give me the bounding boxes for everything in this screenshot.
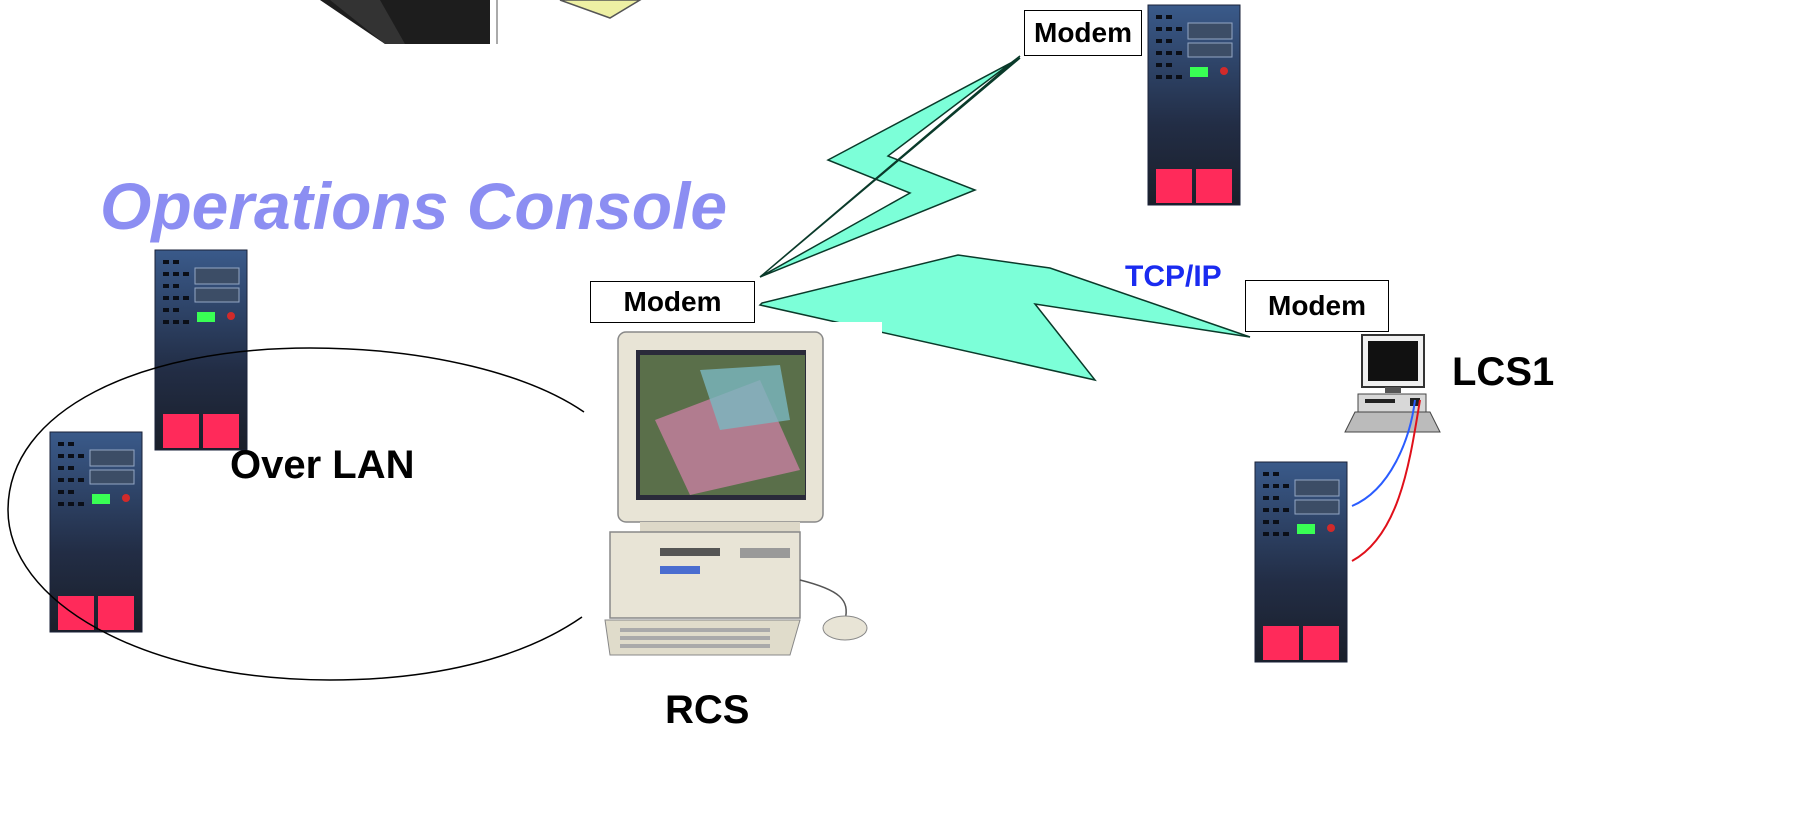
box-icon — [559, 0, 642, 19]
tcp-ip-label: TCP/IP — [1125, 260, 1222, 293]
server-tower-icon — [1254, 461, 1348, 663]
lcs1-label: LCS1 — [1452, 350, 1555, 394]
server-tower-icon — [1147, 4, 1241, 206]
modem-top-label: Modem — [1024, 10, 1142, 56]
laptop-pc-icon — [1344, 334, 1441, 433]
modem-right-label: Modem — [1245, 280, 1389, 332]
modem-center-label: Modem — [590, 281, 755, 323]
lan-ellipse — [7, 347, 585, 681]
lightning-link-icon — [758, 254, 1251, 382]
pc-workstation-icon — [604, 331, 868, 656]
mainframe-icon — [320, 0, 498, 44]
server-tower-icon — [49, 431, 143, 633]
over-lan-label: Over LAN — [230, 443, 415, 487]
server-tower-icon — [154, 249, 248, 451]
lightning-link-icon — [759, 55, 1021, 278]
console-cable-blue — [1351, 399, 1416, 507]
page-title: Operations Console — [100, 169, 728, 243]
rcs-label: RCS — [665, 688, 750, 732]
console-cable-red — [1351, 399, 1421, 562]
